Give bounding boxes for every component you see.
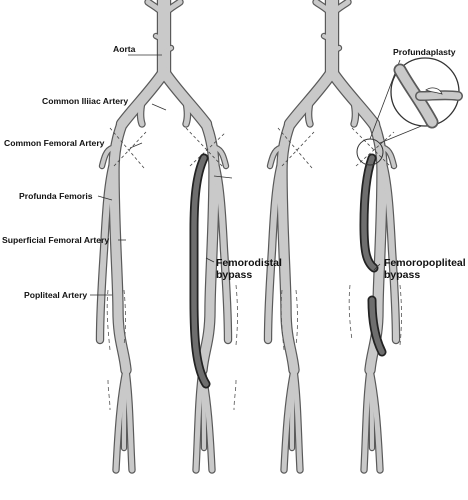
left-arterial-tree	[95, 0, 233, 474]
label-leaders	[90, 54, 381, 296]
artery-lumen	[306, 99, 313, 127]
profunda-femoris-label: Profunda Femoris	[19, 191, 93, 201]
common-femoral-label: Common Femoral Artery	[4, 138, 105, 148]
femorodistal-label-line2: bypass	[216, 269, 252, 281]
artery-lumen	[138, 99, 145, 127]
body-contours-right	[280, 284, 402, 351]
artery-lumen	[109, 119, 131, 375]
artery-lumen	[265, 157, 285, 343]
artery-lumen	[329, 0, 351, 17]
artery-lumen	[183, 99, 190, 127]
artery-lumen	[159, 67, 211, 129]
femorodistal-bypass-graft	[189, 153, 211, 389]
popliteal-label: Popliteal Artery	[24, 290, 87, 300]
artery-lumen	[154, 34, 166, 42]
inguinal-lines	[109, 127, 395, 169]
artery-lumen	[122, 368, 128, 450]
artery-lumen	[197, 119, 219, 375]
patch-icon	[425, 87, 443, 95]
artery-lumen	[290, 368, 296, 450]
artery-lumen	[100, 146, 114, 168]
artery-lumen	[162, 46, 173, 54]
artery-lumen	[268, 146, 282, 168]
artery-lumen	[277, 119, 299, 375]
right-arterial-tree	[263, 0, 401, 474]
artery-lumen	[368, 368, 374, 450]
artery-lumen	[327, 67, 379, 129]
artery-lumen	[161, 0, 183, 17]
artery-lumen	[211, 157, 231, 343]
common-iliac-label: Common Iliiac Artery	[42, 96, 128, 106]
profundaplasty-label: Profundaplasty	[393, 47, 456, 57]
femoropopliteal-label-line1: Femoropopliteal	[384, 257, 466, 269]
artery-lumen	[117, 67, 169, 129]
artery-lumen	[97, 157, 117, 343]
artery-lumen	[351, 99, 358, 127]
femoropopliteal-bypass-graft	[359, 153, 387, 357]
profundaplasty-magnifier	[356, 57, 463, 166]
artery-lumen	[285, 67, 337, 129]
artery-lumen	[382, 146, 396, 168]
femorodistal-label-line1: Femorodistal	[216, 257, 282, 269]
superficial-femoral-label: Superficial Femoral Artery	[2, 235, 109, 245]
femoropopliteal-label-line2: bypass	[384, 269, 420, 281]
aorta-label: Aorta	[113, 44, 136, 54]
artery-lumen	[379, 157, 399, 343]
artery-lumen	[330, 46, 341, 54]
artery-lumen	[322, 34, 334, 42]
artery-lumen	[214, 146, 228, 168]
